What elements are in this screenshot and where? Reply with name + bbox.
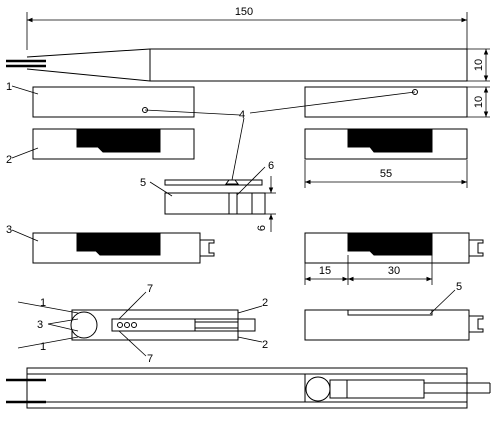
dim-30-label: 30: [388, 265, 400, 277]
asm-label-1-bottom: 1: [40, 341, 46, 353]
leader-4: 4: [144, 91, 416, 181]
asm-label-2-top: 2: [262, 297, 268, 309]
asm-label-1-top: 1: [40, 297, 46, 309]
dim-15-label: 15: [319, 265, 331, 277]
part-2-left: 2: [6, 128, 195, 166]
full-assembly: [6, 367, 491, 409]
dimension-55: 55: [304, 160, 468, 188]
label-5-right: 5: [456, 281, 462, 293]
dim-6-label: 6: [256, 225, 268, 231]
label-6: 6: [268, 160, 274, 172]
label-3-left: 3: [6, 224, 12, 236]
label-2-left: 2: [6, 154, 12, 166]
asm-label-3: 3: [37, 319, 43, 331]
label-1-left: 1: [6, 81, 12, 93]
part-3-left: 3: [6, 224, 215, 264]
part-1-left: 1: [6, 81, 195, 118]
asm-label-7-top: 7: [147, 283, 153, 295]
dim-150-label: 150: [235, 6, 253, 18]
dim-10-second-label: 10: [473, 96, 485, 108]
dim-55-label: 55: [380, 168, 392, 180]
part-3-right: 15 30: [304, 232, 484, 285]
dimension-overall-length: 150: [26, 6, 468, 50]
part-2-right: [304, 128, 468, 160]
label-5-left: 5: [140, 177, 146, 189]
part-5-right: 5: [304, 281, 484, 341]
asm-label-7-bottom: 7: [147, 353, 153, 365]
part-5-small: 5 6 6: [140, 160, 276, 232]
label-4: 4: [239, 109, 245, 121]
small-assembly: 1 3 1 7 7 2 2: [17, 283, 268, 365]
dim-10-top-label: 10: [473, 59, 485, 71]
tapered-bar: 10: [6, 48, 490, 82]
asm-label-2-bottom: 2: [262, 339, 268, 351]
part-1-right: 10: [304, 86, 490, 118]
